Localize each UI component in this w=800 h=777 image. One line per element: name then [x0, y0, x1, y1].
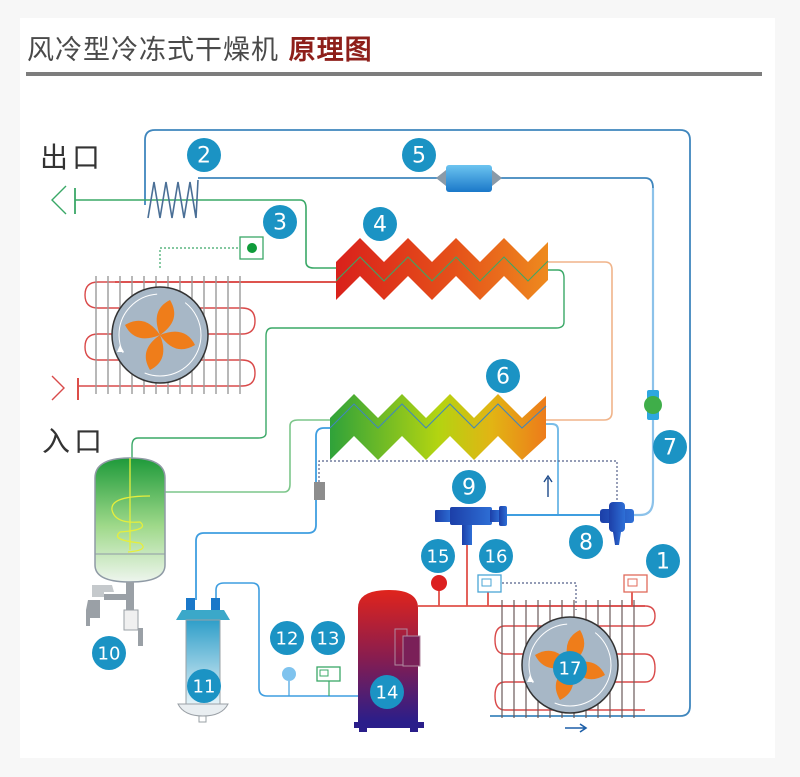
condenser-upper: [78, 276, 256, 394]
badge-9-number: 9: [462, 476, 476, 501]
inlet-label: 入口: [42, 425, 107, 458]
badge-5-number: 5: [412, 144, 426, 169]
page-title: 风冷型冷冻式干燥机 原理图: [27, 28, 373, 67]
badge-8: 8: [569, 525, 603, 559]
badge-17: 17: [553, 651, 587, 685]
badge-10: 10: [92, 636, 126, 670]
refrigerant-line-liquid-light: [620, 188, 655, 517]
inlet-arrow-icon: [51, 375, 65, 401]
hot-gas-bypass-valve: [435, 506, 507, 545]
badge-7-number: 7: [663, 436, 677, 461]
badge-12: 12: [270, 621, 304, 655]
discharge-line: [418, 531, 645, 607]
fan-control-line-bottom: [502, 582, 577, 610]
heat-exchanger-4: [335, 238, 549, 300]
title-divider: [26, 72, 762, 76]
badge-6-number: 6: [496, 365, 510, 390]
fan-upper-icon: [111, 286, 209, 384]
flow-arrow-right-icon: [565, 723, 588, 733]
expansion-valve: [600, 502, 634, 545]
evaporator-line-left: [195, 427, 336, 600]
evaporator-line: [544, 423, 559, 515]
title-main: 风冷型冷冻式干燥机: [27, 35, 279, 66]
badge-12-number: 12: [276, 629, 299, 650]
pipe-lines: [51, 129, 691, 733]
badge-11-number: 11: [193, 677, 216, 698]
badge-3: 3: [263, 205, 297, 239]
low-pressure-switch: [316, 666, 341, 696]
badge-7: 7: [653, 430, 687, 464]
badge-8-number: 8: [579, 531, 593, 556]
auto-drain: [86, 582, 143, 646]
temperature-sensor: [314, 482, 325, 500]
outlet-label: 出口: [40, 141, 105, 174]
badge-13-number: 13: [317, 629, 340, 650]
air-outlet-line: [75, 199, 338, 269]
refrigerant-line-outer: [144, 129, 691, 717]
badge-11: 11: [187, 669, 221, 703]
badge-10-number: 10: [98, 644, 121, 665]
compressor: [354, 590, 424, 732]
badge-13: 13: [311, 621, 345, 655]
air-return-line: [131, 269, 565, 458]
badge-16: 16: [479, 539, 513, 573]
hot-air-line: [544, 261, 613, 421]
air-inlet-line: [162, 419, 336, 493]
badge-3-number: 3: [273, 211, 287, 236]
gas-heat-coil: [147, 179, 199, 219]
badge-17-number: 17: [559, 659, 582, 680]
sight-glass: [644, 390, 662, 420]
title-highlight: 原理图: [288, 35, 373, 66]
badge-14-number: 14: [376, 683, 399, 704]
badge-6: 6: [486, 359, 520, 393]
low-pressure-gauge: [282, 667, 296, 681]
water-separator: [94, 457, 166, 583]
dew-point-indicator: [239, 236, 264, 260]
filter-drier: [436, 165, 502, 192]
flow-arrow-up-icon: [543, 474, 553, 497]
badge-16-number: 16: [485, 547, 508, 568]
badge-1: 1: [646, 544, 680, 578]
fan-control-line-top: [159, 247, 240, 268]
badge-4: 4: [363, 207, 397, 241]
high-pressure-gauge: [431, 575, 447, 591]
badge-5: 5: [402, 138, 436, 172]
badge-15: 15: [421, 539, 455, 573]
badges: 1 2 3 4 5 6 7 8 9 10 11 12 13 14 15 16 1…: [92, 138, 687, 709]
badge-2-number: 2: [197, 144, 211, 169]
sensor-control-line: [318, 460, 618, 500]
badge-4-number: 4: [373, 213, 387, 238]
badge-14: 14: [370, 675, 404, 709]
badge-15-number: 15: [427, 547, 450, 568]
precooler-6: [329, 394, 547, 460]
accumulator-return-line: [215, 582, 360, 697]
refrigerant-line-liquid: [198, 177, 654, 390]
badge-9: 9: [452, 470, 486, 504]
high-pressure-switch: [477, 574, 502, 593]
fan-pressure-switch: [623, 574, 648, 593]
badge-2: 2: [187, 138, 221, 172]
badge-1-number: 1: [656, 550, 670, 575]
accumulator: [176, 598, 230, 723]
outlet-arrow-icon: [51, 185, 67, 215]
